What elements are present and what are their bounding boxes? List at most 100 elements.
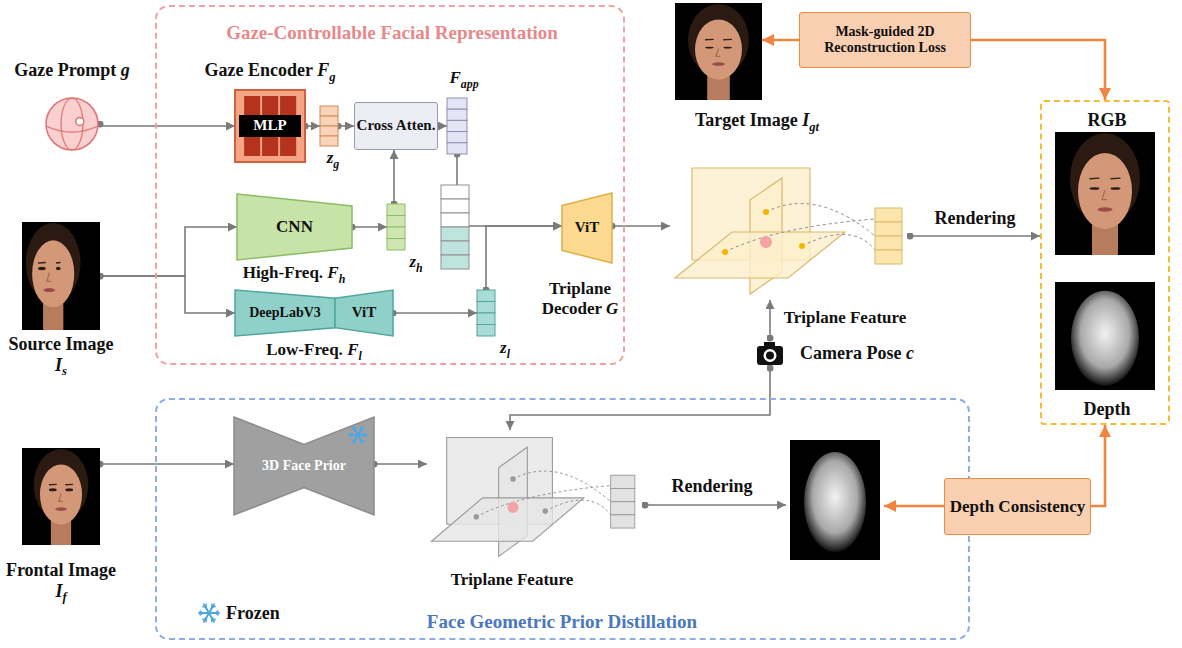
- math-subscript: h: [339, 272, 346, 286]
- connector: [393, 150, 395, 204]
- camera-pose: Camera Pose c: [755, 338, 930, 368]
- vector-cell: [441, 227, 469, 241]
- text-part: Source Image: [8, 334, 113, 354]
- feature-cell: [875, 236, 902, 250]
- sample-point: [474, 514, 479, 520]
- encoder-trapezoid: ViT: [335, 290, 393, 336]
- vector-cell: [441, 255, 469, 269]
- feature-cell: [611, 488, 635, 501]
- text-part: Triplane Decoder: [542, 279, 611, 318]
- feature-stack-shape: [320, 106, 338, 146]
- node-label: zg: [327, 148, 340, 171]
- vector-cell: [447, 132, 467, 143]
- triplane-feature-shape: [427, 430, 642, 562]
- node-label: zl: [500, 338, 510, 361]
- feature-stack: Fapp: [447, 98, 467, 154]
- camera-pose-shape: [755, 338, 785, 368]
- connector: [100, 276, 235, 313]
- brow: [49, 484, 57, 486]
- connector: [1091, 425, 1105, 506]
- snowflake-tick: [350, 435, 353, 437]
- nose: [59, 494, 63, 502]
- node-label: Cross Atten.: [357, 117, 436, 134]
- math-symbol: g: [121, 60, 130, 80]
- math-subscript: l: [358, 349, 361, 363]
- snowflake-tick: [211, 604, 213, 607]
- math-symbol: I: [55, 354, 62, 374]
- vector-cell: [320, 106, 338, 116]
- sample-curve: [476, 486, 610, 517]
- node-label: Face Geometric Prior Distillation: [427, 611, 697, 633]
- connector: [457, 154, 562, 226]
- frontal-photo: Frontal Image If: [22, 448, 100, 545]
- concat-vector: [441, 185, 469, 269]
- node-label: Camera Pose c: [800, 343, 914, 364]
- feature-cell: [875, 222, 902, 236]
- loss-box: Depth Consistency: [944, 478, 1091, 535]
- frozen-mark: [349, 427, 367, 443]
- vector-cell: [477, 302, 495, 314]
- brow: [65, 484, 73, 486]
- text-part: Target Image: [695, 110, 802, 130]
- feature-stack: zl: [477, 290, 495, 336]
- photo-ground: [22, 448, 100, 545]
- text-part: Gaze Encoder: [205, 60, 318, 80]
- gaze-sphere-shape: [44, 96, 100, 152]
- math-symbol: F: [327, 263, 338, 282]
- triplane-feature-shape: [670, 160, 910, 300]
- math-symbol: F: [317, 60, 329, 80]
- hourglass-body: [234, 417, 374, 515]
- brow: [38, 262, 46, 264]
- feature-stack: zg: [320, 106, 338, 146]
- legend-swatch: [196, 600, 222, 626]
- depth-face: [804, 452, 866, 552]
- node-label: Depth Consistency: [950, 497, 1086, 517]
- vector-cell: [320, 136, 338, 146]
- math-subscript: s: [62, 364, 67, 378]
- sample-point: [510, 476, 515, 482]
- math-symbol: F: [347, 340, 358, 359]
- sphere-parallel: [46, 126, 98, 132]
- snowflake-tick: [352, 429, 355, 430]
- source-photo-shape: [22, 222, 100, 330]
- feature-stack: zh: [387, 204, 405, 250]
- math-subscript: l: [507, 347, 510, 361]
- node-label: zh: [409, 252, 422, 275]
- snowflake-tick: [200, 613, 203, 615]
- sample-curve: [545, 500, 610, 515]
- photo-ground: [675, 3, 762, 100]
- depth-ground: [790, 440, 880, 560]
- gaze-point: [76, 117, 84, 125]
- connector: [762, 39, 799, 42]
- mouth: [43, 288, 55, 292]
- connector: [305, 125, 320, 127]
- node-label: Target Image Igt: [695, 110, 819, 134]
- module-panel: Gaze-Controllable Facial RepresentationG…: [155, 5, 625, 365]
- vector-cell: [477, 313, 495, 325]
- node-label: Frontal Image If: [1, 560, 121, 605]
- vector-cell: [441, 213, 469, 227]
- vector-cell: [477, 290, 495, 302]
- depth-face: [1071, 290, 1139, 385]
- node-label: Low-Freq. Fl: [266, 340, 362, 363]
- target-photo-shape: [675, 3, 762, 100]
- node-label: 3D Face Prior: [262, 458, 346, 474]
- encoder-trapezoid: DeepLabV3Low-Freq. Fl: [235, 290, 335, 336]
- connector: [100, 227, 237, 276]
- snowflake-tick: [363, 433, 366, 435]
- vector-cell: [441, 199, 469, 213]
- connector: [100, 124, 235, 126]
- sample-point: [763, 209, 769, 215]
- feature-cell: [875, 208, 902, 222]
- brow: [723, 39, 732, 41]
- query-point: [760, 236, 772, 248]
- trapezoid: [235, 290, 335, 336]
- eye: [723, 47, 732, 49]
- eye: [705, 47, 714, 49]
- trapezoid: [335, 290, 393, 336]
- eye: [1110, 187, 1120, 189]
- connector: [971, 40, 1105, 100]
- text-part: Gaze Prompt: [14, 60, 121, 80]
- math-symbol: I: [802, 110, 809, 130]
